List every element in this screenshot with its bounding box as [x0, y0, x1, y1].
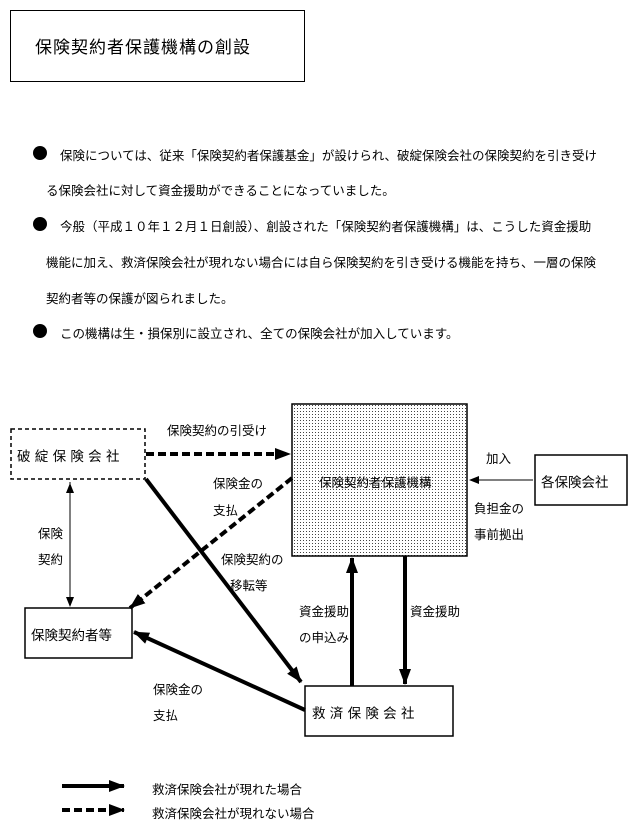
- bullet-2-line-1: 今般（平成１０年１２月１日創設）、創設された「保険契約者保護機構」は、こうした資…: [60, 219, 592, 234]
- label-burden-a: 負担金の: [474, 501, 525, 516]
- page-title: 保険契約者保護機構の創設: [35, 38, 251, 58]
- legend-dashed-label: 救済保険会社が現れない場合: [152, 806, 315, 821]
- label-aid-request-b: の申込み: [299, 630, 350, 645]
- bullet-1-line-1: 保険については、従来「保険契約者保護基金」が設けられ、破綻保険会社の保険契約を引…: [60, 148, 598, 163]
- bullet-icon: [33, 217, 47, 231]
- bullet-icon: [33, 146, 47, 160]
- bullet-2-line-2: 機能に加え、救済保険会社が現れない場合には自ら保険契約を引き受ける機能を持ち、一…: [46, 255, 597, 270]
- label-transfer-policies: 保険契約の引受け: [167, 423, 268, 438]
- arrow-payout-solid: [133, 630, 306, 712]
- label-move-a: 保険契約の: [221, 552, 284, 567]
- arrow-payout-dashed: [128, 476, 294, 610]
- rescue-company-box: [304, 685, 454, 737]
- legend-solid-label: 救済保険会社が現れた場合: [152, 782, 303, 797]
- bullet-3-line-1: この機構は生・損保別に設立され、全ての保険会社が加入しています。: [60, 326, 459, 341]
- organization-label: 保険契約者保護機構: [319, 475, 432, 490]
- label-aid-request-a: 資金援助: [299, 604, 350, 619]
- label-contract-a: 保険: [38, 526, 64, 541]
- label-contract-b: 契約: [38, 552, 64, 567]
- member-companies-box: [534, 454, 628, 506]
- policyholders-label: 保険契約者等: [31, 628, 112, 644]
- bullet-1-line-2: る保険会社に対して資金援助ができることになっていました。: [46, 183, 395, 198]
- bullet-2-line-3: 契約者等の保護が図られました。: [46, 291, 234, 306]
- label-payout2-b: 支払: [153, 708, 179, 723]
- policyholders-box: [24, 607, 133, 659]
- label-move-b: 移転等: [230, 578, 268, 593]
- member-companies-label: 各保険会社: [541, 475, 609, 491]
- rescue-company-label: 救 済 保 険 会 社: [312, 706, 415, 722]
- label-payout2-a: 保険金の: [153, 682, 204, 697]
- failed-company-label: 破 綻 保 険 会 社: [17, 449, 120, 465]
- bullet-icon: [33, 324, 47, 338]
- label-payout1-b: 支払: [213, 503, 239, 518]
- label-payout1-a: 保険金の: [213, 476, 264, 491]
- organization-box: [291, 403, 468, 557]
- failed-company-box: [10, 428, 146, 480]
- label-aid: 資金援助: [410, 604, 461, 619]
- title-box: 保険契約者保護機構の創設: [10, 10, 305, 82]
- label-burden-b: 事前拠出: [474, 527, 525, 542]
- arrow-policy-move: [144, 477, 303, 684]
- label-join: 加入: [486, 451, 512, 466]
